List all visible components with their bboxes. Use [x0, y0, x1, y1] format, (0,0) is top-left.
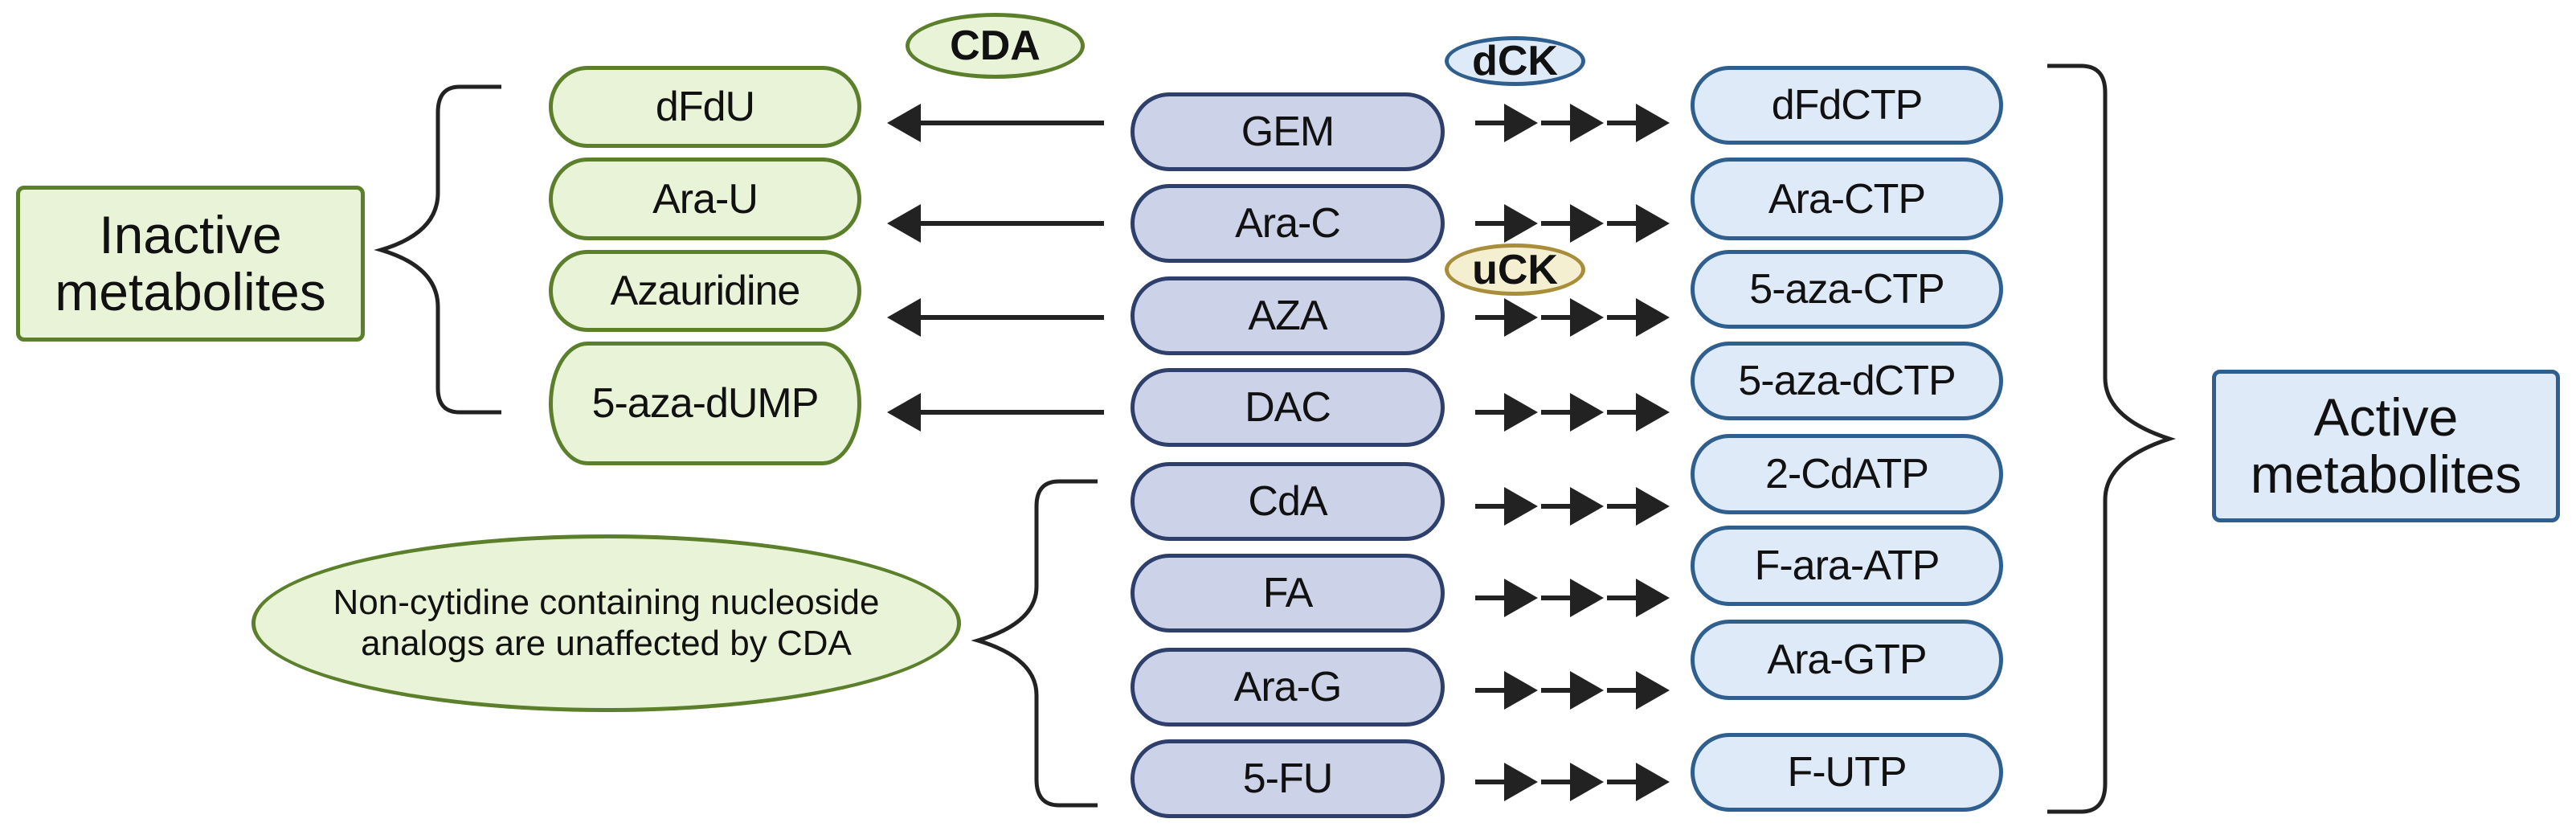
inactive-metabolite: Ara-U — [549, 158, 861, 240]
inactive-metabolite: 5-aza-dUMP — [549, 342, 861, 465]
active-metabolite: Ara-CTP — [1691, 158, 2003, 240]
drug: AZA — [1131, 276, 1445, 355]
inactive-metabolite: Azauridine — [549, 250, 861, 332]
active-bracket — [2047, 63, 2177, 814]
enzyme-dck: dCK — [1445, 36, 1585, 86]
non-cytidine-note: Non-cytidine containing nucleoside analo… — [251, 534, 961, 712]
enzyme-cda: CDA — [906, 13, 1085, 79]
enzyme-uck: uCK — [1445, 244, 1585, 296]
active-metabolite: 2-CdATP — [1691, 434, 2003, 514]
active-metabolite: dFdCTP — [1691, 66, 2003, 145]
active-metabolite: 5-aza-dCTP — [1691, 342, 2003, 420]
inactive-bracket — [374, 84, 501, 415]
drug: 5-FU — [1131, 739, 1445, 818]
inactive-metabolite: dFdU — [549, 66, 861, 148]
drug: GEM — [1131, 92, 1445, 171]
drug: Ara-C — [1131, 184, 1445, 263]
active-metabolite: F-UTP — [1691, 733, 2003, 812]
active-metabolite: Ara-GTP — [1691, 620, 2003, 700]
drug: DAC — [1131, 368, 1445, 447]
active-metabolite: F-ara-ATP — [1691, 526, 2003, 606]
drug: FA — [1131, 554, 1445, 632]
drug: CdA — [1131, 462, 1445, 541]
drug: Ara-G — [1131, 648, 1445, 727]
non-cytidine-bracket — [971, 479, 1098, 808]
inactive-metabolites-box: Inactive metabolites — [16, 186, 365, 342]
active-metabolite: 5-aza-CTP — [1691, 250, 2003, 329]
active-metabolites-box: Active metabolites — [2212, 370, 2560, 522]
